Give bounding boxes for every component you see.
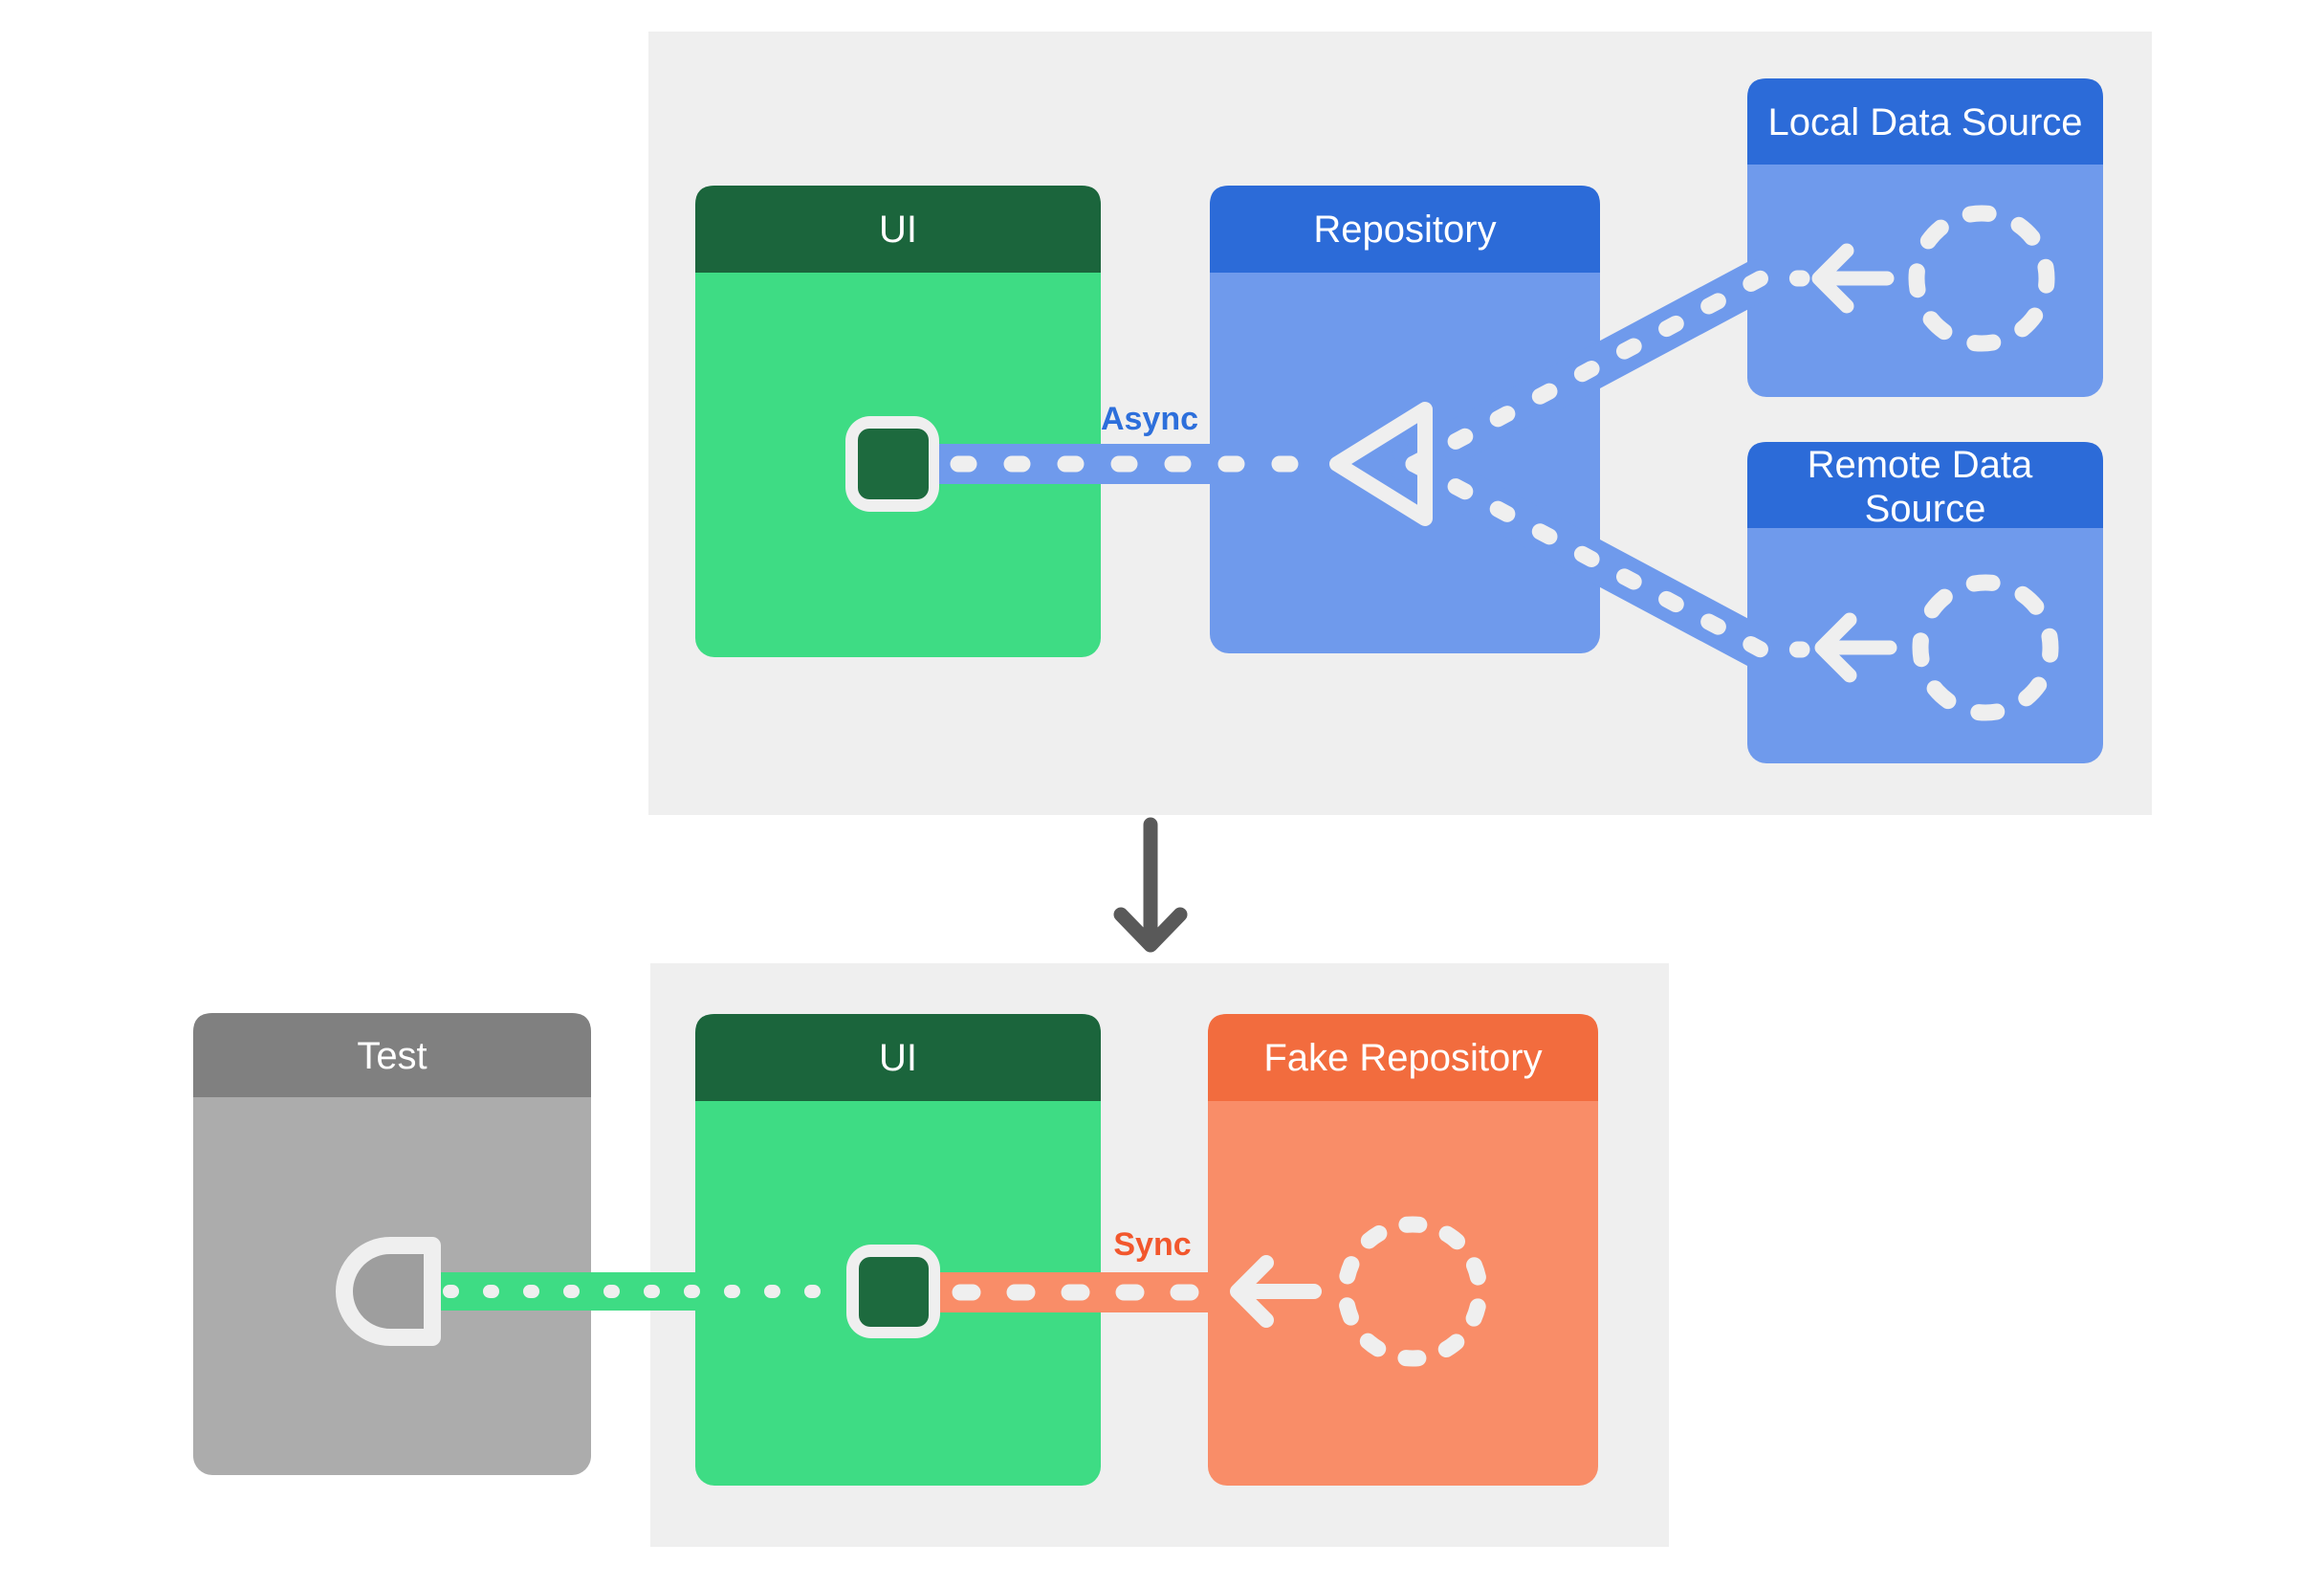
- ui-box-header: [695, 1014, 1101, 1101]
- remote-data-source-box: Remote Data Source: [1747, 442, 2103, 763]
- repository-box-header: [1210, 186, 1600, 273]
- sync-label: Sync: [1113, 1226, 1191, 1263]
- ui-box-title: UI: [879, 1037, 917, 1079]
- observer-triangle-icon: [1329, 402, 1433, 526]
- left-arrow-icon-local: [1811, 243, 1895, 314]
- local-data-source-title: Local Data Source: [1767, 101, 2082, 143]
- sync-pipe-green: [432, 1272, 853, 1311]
- ui-state-square-fill: [859, 1257, 929, 1327]
- dashed-circle-icon-remote: [1912, 574, 2059, 721]
- test-socket-icon: [336, 1237, 441, 1346]
- test-box-header: [193, 1013, 591, 1097]
- fake-repository-body: [1208, 1014, 1598, 1486]
- ui-state-square-icon-test: [846, 1245, 940, 1338]
- left-arrow-icon-remote: [1814, 612, 1897, 683]
- remote-data-source-title: Remote Data Source: [1808, 444, 2044, 530]
- dashed-circle-icon-fake-repo: [1337, 1216, 1488, 1367]
- remote-dashed-line-icon: [1405, 455, 1810, 658]
- dashed-circle-icon-local: [1908, 205, 2055, 352]
- down-arrow-icon: [1113, 817, 1188, 953]
- repository-box-title: Repository: [1313, 209, 1496, 251]
- ui-state-square-icon-production: [845, 416, 939, 512]
- fake-repository-header: [1208, 1014, 1598, 1101]
- test-box-title: Test: [357, 1035, 427, 1077]
- ui-box-header: [695, 186, 1101, 273]
- ui-box-title: UI: [879, 209, 917, 251]
- ui-state-square-fill: [858, 429, 929, 499]
- async-label: Async: [1101, 401, 1198, 437]
- fake-repository-title: Fake Repository: [1263, 1037, 1542, 1079]
- fake-repository-box: Fake Repository: [1208, 1014, 1598, 1486]
- left-arrow-icon-fake-repo: [1230, 1255, 1322, 1328]
- remote-data-source-header: [1747, 442, 2103, 528]
- local-dashed-line-icon: [1405, 270, 1810, 473]
- local-data-source-header: [1747, 78, 2103, 165]
